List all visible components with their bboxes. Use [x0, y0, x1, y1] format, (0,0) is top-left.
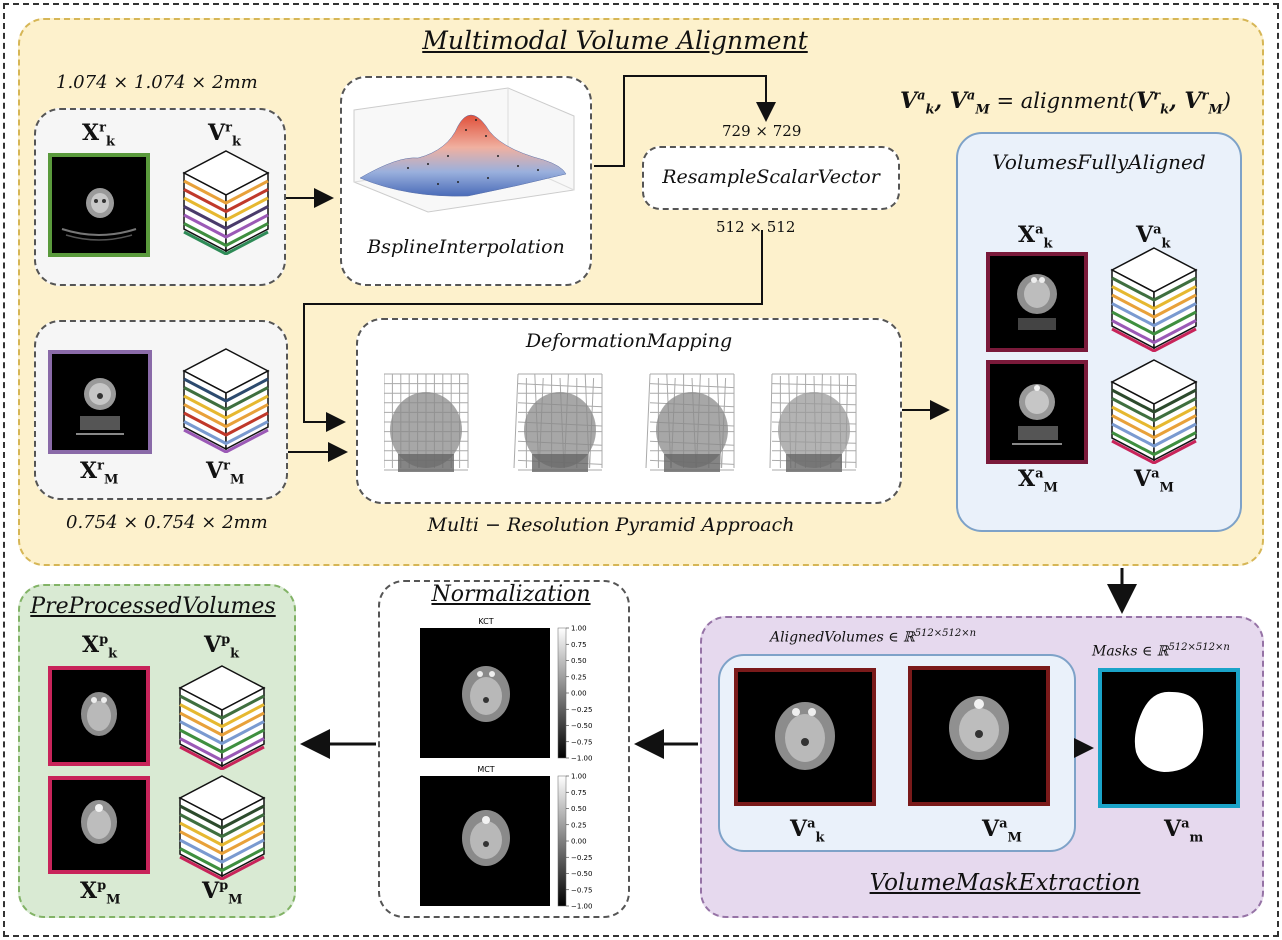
colorbar-tick-label: 0.50 — [571, 805, 587, 813]
colorbar-tick-label: 0.25 — [571, 673, 587, 681]
size-in-label: 729 × 729 — [722, 122, 802, 140]
ct-slice-icon — [81, 800, 117, 844]
masks-label: Masks ∈ ℝ512×512×n — [1092, 642, 1230, 660]
mask-vmask-label: Vam — [1164, 816, 1204, 846]
colorbar-tick-label: −0.50 — [571, 722, 592, 730]
pre-xm-label: XpM — [80, 878, 121, 908]
ct-slice-icon — [775, 702, 835, 770]
pre-vm-label: VpM — [202, 878, 243, 908]
colorbar-tick-label: 0.75 — [571, 789, 587, 797]
resample-box — [642, 146, 900, 210]
volume-cube-icon — [182, 150, 270, 256]
mct-raw-volume — [180, 345, 272, 457]
alignment-title: Multimodal Volume Alignment — [422, 26, 808, 55]
bspline-surface-icon — [353, 87, 575, 213]
volume-cube-icon — [1110, 247, 1198, 353]
pyramid-label: Multi − Resolution Pyramid Approach — [427, 514, 795, 536]
mask-slice — [1098, 668, 1240, 808]
aligned-vm-label: VaM — [1134, 466, 1174, 496]
aligned-xm-slice — [986, 360, 1088, 464]
kct-plot-title: KCT — [478, 617, 493, 626]
colorbar-tick-label: −0.75 — [571, 886, 592, 894]
deformation-label: DeformationMapping — [525, 330, 733, 352]
alignment-equation: Vak, VaM = alignment(Vrk, VrM) — [900, 88, 1231, 118]
kct-volume-label: Vrk — [208, 120, 241, 150]
colorbar-tick-label: 0.00 — [571, 690, 587, 698]
mask-vk-slice — [734, 668, 876, 806]
resolution-bottom: 0.754 × 0.754 × 2mm — [66, 512, 268, 533]
aligned-vm-volume — [1108, 356, 1200, 468]
normalization-title: Normalization — [431, 582, 591, 607]
mask-title: VolumeMaskExtraction — [869, 870, 1141, 896]
deformation-mesh-icon — [384, 373, 857, 472]
aligned-vk-volume — [1108, 244, 1200, 356]
mct-image-label: XrM — [80, 458, 119, 488]
aligned-xk-slice — [986, 252, 1088, 352]
colorbar-tick-label: −1.00 — [571, 755, 592, 763]
volume-cube-icon — [178, 775, 266, 881]
aligned-volumes-label: AlignedVolumes ∈ ℝ512×512×n — [770, 628, 977, 646]
ct-slice-icon — [76, 378, 124, 435]
colorbar-tick-label: −0.75 — [571, 738, 592, 746]
ct-slice-icon — [1017, 274, 1057, 330]
ct-slice-icon — [949, 696, 1009, 760]
resolution-top: 1.074 × 1.074 × 2mm — [56, 72, 258, 93]
colorbar-tick-label: 0.00 — [571, 838, 587, 846]
colorbar-tick-label: −0.25 — [571, 706, 592, 714]
mct-plot-title: MCT — [477, 765, 494, 774]
volume-cube-icon — [182, 348, 270, 454]
resample-label: ResampleScalarVector — [662, 166, 880, 188]
colorbar-tick-label: 0.75 — [571, 641, 587, 649]
pre-vk-label: Vpk — [204, 632, 240, 662]
size-out-label: 512 × 512 — [716, 218, 796, 236]
kct-image-label: Xrk — [82, 120, 115, 150]
mask-vm-slice — [908, 666, 1050, 806]
colorbar-tick-label: 1.00 — [571, 773, 587, 781]
aligned-title: VolumesFullyAligned — [992, 150, 1206, 174]
mask-vk-label: Vak — [790, 816, 825, 846]
colorbar-tick-label: 0.50 — [571, 657, 587, 665]
colorbar-tick-label: 1.00 — [571, 625, 587, 633]
ct-slice-icon — [61, 188, 137, 241]
ct-slice-icon — [81, 692, 117, 736]
aligned-xk-label: Xak — [1018, 222, 1053, 252]
ct-slice-icon — [1012, 384, 1062, 445]
arrow-icon — [303, 230, 763, 432]
arrow-icon — [594, 75, 776, 167]
kct-raw-slice — [48, 153, 150, 257]
bspline-label: BsplineInterpolation — [367, 236, 565, 258]
colorbar-tick-label: −0.50 — [571, 870, 592, 878]
outer-frame — [3, 3, 1279, 937]
pre-vk-volume — [176, 662, 268, 774]
volume-cube-icon — [1110, 359, 1198, 465]
colorbar-tick-label: 0.25 — [571, 821, 587, 829]
normalization-plots: KCT MCT 1.00 0.75 0.50 0.25 0.00 −0.25 −0.50 −0… — [420, 617, 592, 911]
pre-xk-slice — [48, 666, 150, 766]
pre-xk-label: Xpk — [82, 632, 118, 662]
mct-raw-slice — [48, 350, 152, 454]
volume-cube-icon — [178, 665, 266, 771]
colorbar-tick-label: −0.25 — [571, 854, 592, 862]
preprocessed-title: PreProcessedVolumes — [30, 594, 276, 619]
aligned-xm-label: XaM — [1018, 466, 1058, 496]
mask-vm-label: VaM — [982, 816, 1022, 846]
pre-vm-volume — [176, 772, 268, 884]
colorbar-tick-label: −1.00 — [571, 903, 592, 911]
aligned-vk-label: Vak — [1136, 222, 1171, 252]
kct-raw-volume — [180, 147, 272, 259]
mct-volume-label: VrM — [206, 458, 245, 488]
pre-xm-slice — [48, 776, 150, 874]
ct-slice-icon — [1134, 691, 1204, 772]
